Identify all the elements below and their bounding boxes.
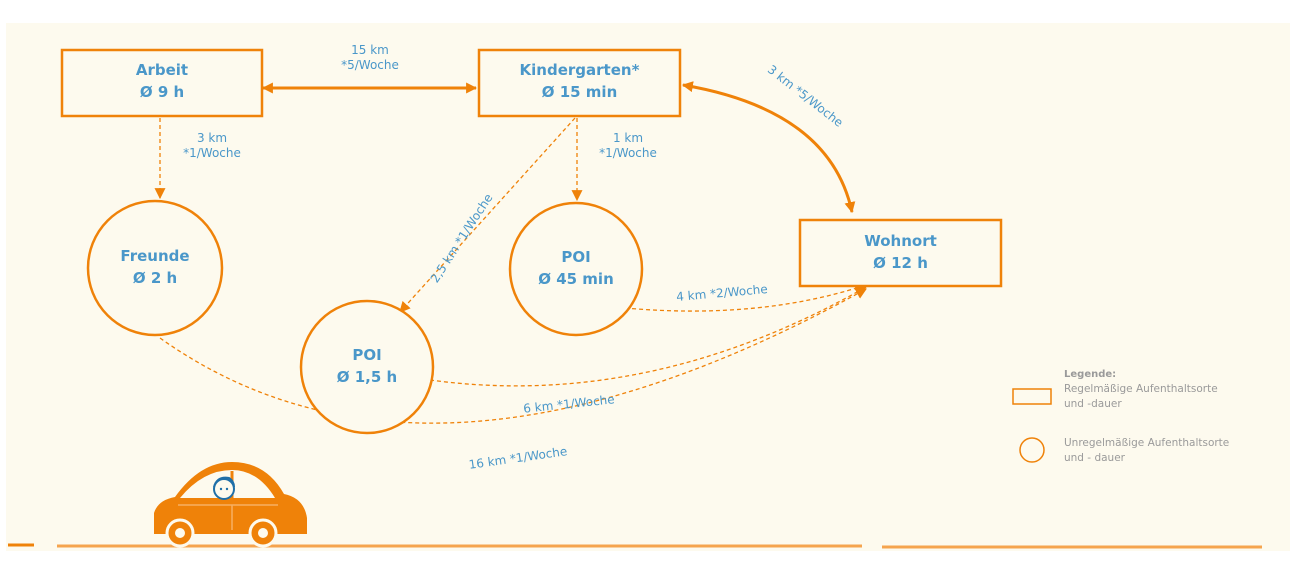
edge-poi-a-wohnort [624,282,868,312]
edge-label-kindergarten-poi-a-distance: 1 km [612,131,644,145]
edge-kindergarten-wohnort [681,81,856,214]
car-illustration [154,462,307,548]
node-poi-a-name: POI [561,248,591,266]
driver-eye-2 [225,487,229,491]
node-kindergarten-box [477,48,682,118]
node-freunde: Freunde Ø 2 h [88,245,222,289]
edge-label-arbeit-freunde-frequency: *1/Woche [183,146,241,160]
node-wohnort-box [798,218,1003,288]
legend-circle-symbol [1019,437,1045,463]
car-door-line [178,504,278,530]
legend-regular-line2: und -dauer [1064,398,1122,410]
node-arbeit-name: Arbeit [135,61,189,79]
node-poi-a-circle [508,201,644,337]
edge-label-kindergarten-poi-a-frequency: *1/Woche [599,146,657,160]
driver-icon [213,476,245,500]
legend-irregular: Unregelmäßige Aufenthaltsorte und - daue… [1064,436,1229,466]
node-poi-b-name: POI [352,346,382,364]
legend-irregular-line2: und - dauer [1064,452,1125,464]
car-wheel-front-hub [175,528,185,538]
legend-regular: Regelmäßige Aufenthaltsorte und -dauer [1064,382,1218,412]
node-kindergarten-duration: Ø 15 min [541,83,618,101]
node-wohnort: Wohnort Ø 12 h [800,230,1001,274]
node-freunde-name: Freunde [120,247,190,265]
driver-head [213,478,235,500]
edge-label-arbeit-kindergarten: 15 km *5/Woche [320,43,420,73]
legend-rect-symbol [1012,388,1052,405]
edge-freunde-wohnort [159,288,867,424]
node-wohnort-duration: Ø 12 h [873,254,928,272]
node-arbeit-box [60,48,264,118]
edge-label-arbeit-freunde: 3 km *1/Woche [172,131,252,161]
edge-kindergarten-poi-b [399,117,576,313]
node-wohnort-name: Wohnort [864,232,937,250]
edge-poi-b-wohnort [429,286,867,387]
node-poi-b: POI Ø 1,5 h [301,344,433,388]
driver-hair [213,476,235,488]
edge-label-arbeit-freunde-distance: 3 km [196,131,228,145]
node-poi-a-duration: Ø 45 min [538,270,614,288]
node-freunde-duration: Ø 2 h [132,269,178,287]
edge-label-arbeit-kindergarten-frequency: *5/Woche [341,58,399,72]
node-freunde-circle [86,199,224,337]
node-arbeit-duration: Ø 9 h [139,83,185,101]
driver-eye [219,487,223,491]
car-wheel-rear-hub [258,528,268,538]
node-kindergarten: Kindergarten* Ø 15 min [479,59,680,103]
node-poi-b-duration: Ø 1,5 h [336,368,398,386]
node-kindergarten-name: Kindergarten* [519,61,640,79]
driver-cup [240,490,245,497]
edge-label-arbeit-kindergarten-distance: 15 km [351,43,389,57]
node-poi-b-circle [299,299,435,435]
node-arbeit: Arbeit Ø 9 h [62,59,262,103]
legend-regular-line1: Regelmäßige Aufenthaltsorte [1064,383,1218,395]
node-poi-a: POI Ø 45 min [510,246,642,290]
legend-irregular-line1: Unregelmäßige Aufenthaltsorte [1064,437,1230,449]
edge-label-kindergarten-poi-a: 1 km *1/Woche [588,131,668,161]
legend-title: Legende: [1064,369,1117,380]
